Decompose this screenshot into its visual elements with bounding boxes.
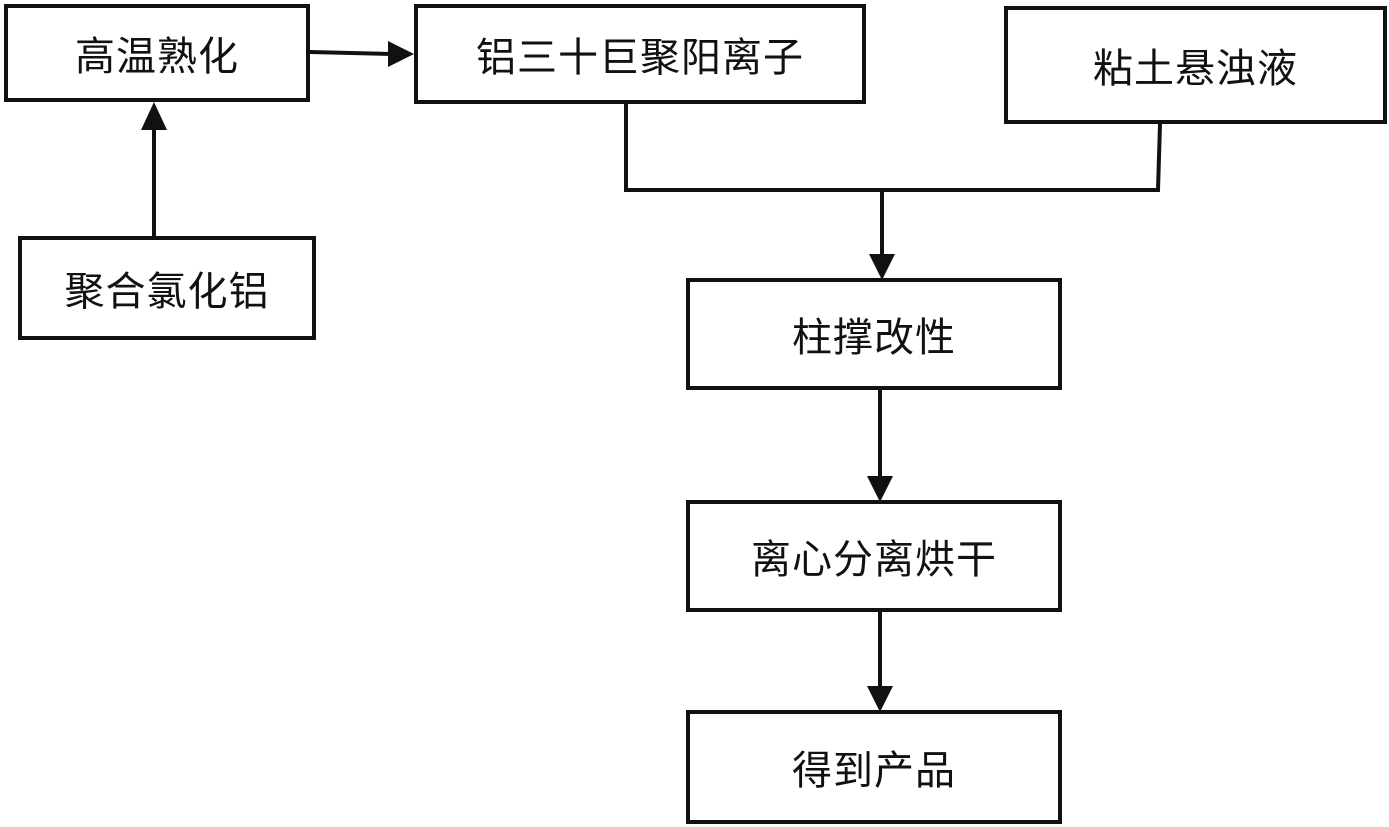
node-label: 得到产品 (792, 748, 956, 794)
arrowhead-down-icon (867, 686, 893, 712)
node-get-product: 得到产品 (686, 710, 1062, 824)
node-label: 高温熟化 (75, 34, 239, 80)
node-label: 聚合氯化铝 (64, 269, 270, 315)
arrow-line-aging-to-al13 (309, 50, 393, 56)
node-clay-suspension: 粘土悬浊液 (1004, 6, 1387, 124)
node-label: 离心分离烘干 (751, 537, 997, 583)
node-label: 粘土悬浊液 (1093, 46, 1298, 92)
node-polyaluminum-chloride: 聚合氯化铝 (18, 236, 316, 340)
arrowhead-down-icon (869, 254, 895, 280)
connector-clay-down (882, 123, 1162, 192)
arrowhead-up-icon (141, 102, 167, 130)
arrowhead-down-icon (867, 476, 893, 502)
node-al13-polycation: 铝三十巨聚阳离子 (414, 4, 866, 104)
node-pillaring-modification: 柱撑改性 (686, 278, 1062, 390)
arrowhead-right-icon (388, 41, 414, 67)
node-centrifuge-dry: 离心分离烘干 (686, 500, 1062, 612)
node-label: 铝三十巨聚阳离子 (476, 35, 804, 81)
node-label: 柱撑改性 (792, 315, 956, 361)
node-high-temp-aging: 高温熟化 (4, 4, 310, 102)
connector-al13-down (624, 104, 882, 192)
